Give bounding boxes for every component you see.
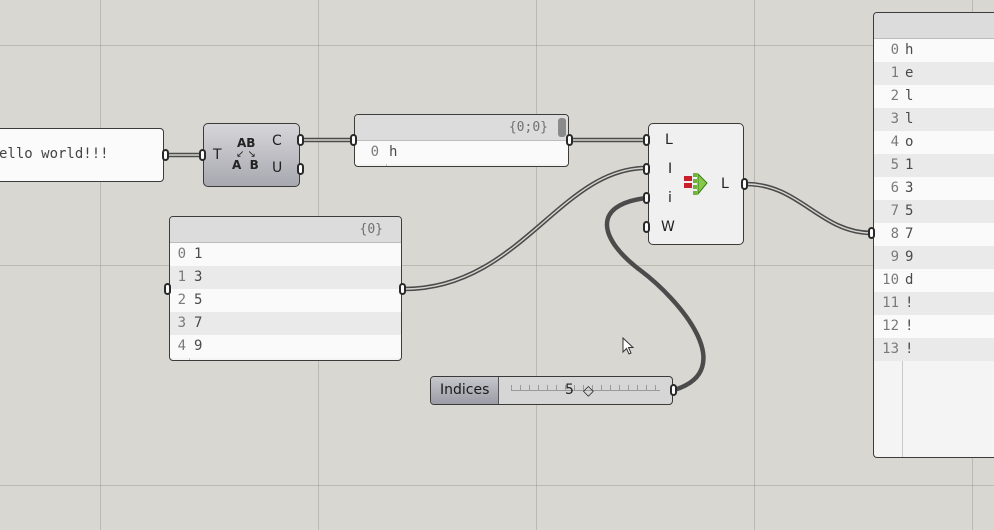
split-output-u-port[interactable] (297, 163, 304, 175)
characters-panel[interactable]: {0;0} 0 h (354, 114, 569, 167)
split-input-port[interactable] (199, 149, 206, 161)
split-output-c-port[interactable] (297, 134, 304, 146)
characters-panel-input-port[interactable] (350, 134, 357, 146)
wire-insert-to-result (743, 181, 875, 236)
wire-indices-to-insert (401, 165, 649, 292)
indices-panel-input-port[interactable] (164, 283, 171, 295)
indices-panel-rows: 0 1 1 3 2 5 3 7 4 9 (170, 243, 401, 358)
insert-input-l-port[interactable] (643, 134, 650, 146)
insert-items-component[interactable]: L I i W L (648, 123, 744, 245)
text-panel-value: ello world!!! (0, 146, 109, 162)
insert-input-i-port[interactable] (643, 192, 650, 204)
slider-handle[interactable]: ◇ (583, 383, 594, 399)
result-panel-header (874, 13, 994, 39)
insert-input-I-label: I (668, 161, 673, 177)
split-output-u-label: U (272, 160, 283, 176)
text-panel-output-port[interactable] (162, 149, 169, 161)
insert-input-w-port[interactable] (643, 221, 650, 233)
indices-panel-output-port[interactable] (399, 283, 406, 295)
insert-output-l-label: L (721, 176, 729, 192)
slider-value: 5 (565, 382, 574, 398)
list-item: 2 5 (170, 289, 401, 312)
split-output-c-label: C (272, 133, 282, 149)
split-input-label: T (213, 147, 222, 163)
indices-panel[interactable]: {0} 0 1 1 3 2 5 3 7 4 9 (169, 216, 402, 361)
insert-input-w-label: W (661, 219, 675, 235)
indices-slider[interactable]: Indices 5 ◇ (430, 376, 673, 405)
slider-track[interactable] (511, 385, 660, 391)
slider-output-port[interactable] (670, 384, 677, 396)
characters-panel-scrollbar[interactable] (558, 118, 566, 137)
list-item: 3 7 (170, 312, 401, 335)
list-item: 13! (874, 338, 994, 361)
characters-panel-output-port[interactable] (566, 134, 573, 146)
text-split-icon: AB ↙ ↘ A B (232, 136, 259, 172)
insert-items-icon (684, 172, 708, 196)
list-item: 11! (874, 292, 994, 315)
slider-label: Indices (440, 382, 490, 398)
mouse-cursor-icon (622, 337, 635, 355)
insert-output-l-port[interactable] (741, 178, 748, 190)
insert-input-I-port[interactable] (643, 163, 650, 175)
list-item: 0 h (355, 141, 568, 164)
insert-input-i-label: i (668, 190, 672, 206)
characters-panel-header: {0;0} (355, 115, 568, 141)
insert-input-l-label: L (665, 132, 673, 148)
text-panel[interactable]: ello world!!! (0, 128, 164, 182)
list-item: 4 9 (170, 335, 401, 358)
list-item: 0 1 (170, 243, 401, 266)
result-panel-input-port[interactable] (868, 227, 875, 239)
list-item: 1 3 (170, 266, 401, 289)
list-item: 12! (874, 315, 994, 338)
indices-panel-header: {0} (170, 217, 401, 243)
text-split-component[interactable]: T C U AB ↙ ↘ A B (203, 123, 300, 187)
slider-label-box: Indices (431, 377, 499, 404)
